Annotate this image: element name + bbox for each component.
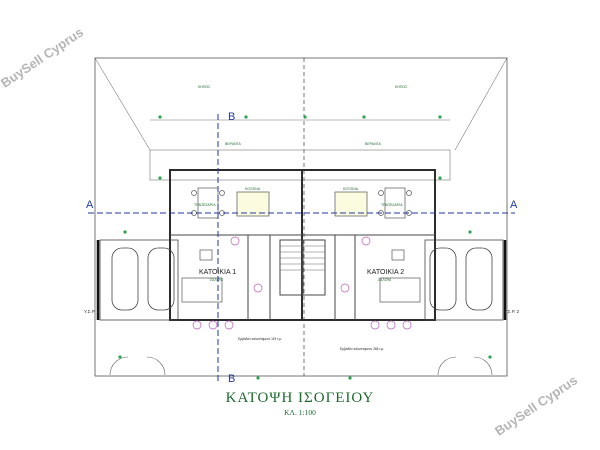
plan-scale: ΚΛ. 1:100 [284, 408, 316, 417]
parking-spaces [96, 239, 507, 321]
living-right-label: ΣΑΛΟΝΙ [378, 278, 391, 282]
section-b-top: B [228, 111, 235, 123]
plan-labels: ΚΑΤΟΙΚΙΑ 1 ΚΑΤΟΙΚΙΑ 2 A A B B Υ.Σ.Ρ. 2 Υ… [84, 85, 520, 385]
covered-area-right: Εμβαδόν καλυπτόμενο 265 τ.μ. [340, 347, 384, 351]
parking-left-label: Υ.Σ.Ρ. 2 [84, 309, 100, 314]
section-lines [88, 114, 515, 382]
covered-area-left: Εμβαδόν καλυπτόμενο 119 τ.μ. [238, 337, 282, 341]
stairs [280, 245, 325, 271]
plan-title: ΚΑΤΟΨΗ ΙΣΟΓΕΙΟΥ [225, 390, 375, 406]
section-b-bottom: B [228, 373, 235, 385]
veranda-right-label: ΒΕΡΑΝΤΑ [365, 142, 381, 146]
parking-right-label: Υ.Σ.Ρ. 2 [504, 309, 520, 314]
garden-right-label: ΚΗΠΟΣ [395, 85, 408, 89]
veranda-outline [149, 119, 451, 181]
level-markers [118, 115, 492, 380]
door-markers [192, 236, 412, 330]
section-a-left: A [86, 199, 94, 211]
veranda-left-label: ΒΕΡΑΝΤΑ [225, 142, 241, 146]
unit-left-label: ΚΑΤΟΙΚΙΑ 1 [199, 269, 236, 276]
dining-left-label: ΤΡΑΠΕΖΑΡΙΑ [194, 203, 216, 207]
furniture [181, 187, 421, 303]
living-left-label: ΣΑΛΟΝΙ [210, 278, 223, 282]
kitchen-right-label: ΚΟΥΖΙΝΑ [343, 187, 359, 191]
plot-boundary [94, 57, 508, 377]
kitchen-left-label: ΚΟΥΖΙΝΑ [245, 187, 261, 191]
unit-right-label: ΚΑΤΟΙΚΙΑ 2 [367, 269, 404, 276]
section-a-right: A [510, 199, 518, 211]
gates [109, 356, 493, 376]
garden-left-label: ΚΗΠΟΣ [198, 85, 211, 89]
internal-walls [170, 234, 435, 320]
dining-right-label: ΤΡΑΠΕΖΑΡΙΑ [381, 203, 403, 207]
